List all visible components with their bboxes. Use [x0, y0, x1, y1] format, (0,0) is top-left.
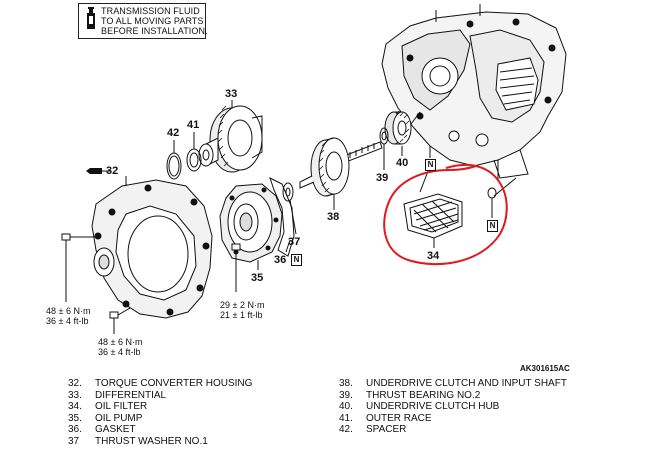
legend-item: 35. OIL PUMP — [68, 413, 252, 425]
notice-line-3: BEFORE INSTALLATION. — [101, 26, 208, 36]
callout-38: 38 — [327, 211, 340, 223]
n-marker-o-ring: N — [487, 220, 498, 232]
torque-converter-housing — [91, 176, 213, 319]
filter-o-ring — [487, 187, 497, 199]
oil-filter — [403, 193, 463, 248]
legend-text: UNDERDRIVE CLUTCH AND INPUT SHAFT — [366, 378, 567, 389]
torque-nm: 29 ± 2 N·m — [220, 300, 265, 310]
legend-item: 37 THRUST WASHER NO.1 — [68, 436, 252, 448]
legend-right: 38. UNDERDRIVE CLUTCH AND INPUT SHAFT 39.… — [339, 378, 567, 436]
legend-number: 37 — [68, 435, 80, 447]
torque-ftlb: 21 ± 1 ft-lb — [220, 310, 263, 320]
callout-36: 36 — [274, 254, 287, 266]
legend-text: DIFFERENTIAL — [95, 389, 167, 401]
housing-bolt-upper — [61, 233, 96, 302]
legend-item: 36. GASKET — [68, 424, 252, 436]
legend-item: 34. OIL FILTER — [68, 401, 252, 413]
legend-number: 38. — [339, 378, 353, 389]
torque-nm: 48 ± 6 N·m — [98, 337, 143, 347]
legend-left: 32. TORQUE CONVERTER HOUSING 33. DIFFERENT… — [68, 378, 252, 448]
oil-pump — [219, 183, 283, 270]
legend-number: 41. — [339, 412, 353, 424]
callout-40: 40 — [396, 157, 409, 169]
thrust-washer-no1 — [282, 182, 294, 202]
sealant-bolt-icon — [86, 168, 110, 174]
lubrication-notice: TRANSMISSION FLUID TO ALL MOVING PARTS B… — [78, 3, 208, 39]
legend-item: 32. TORQUE CONVERTER HOUSING — [68, 378, 252, 390]
legend-text: TORQUE CONVERTER HOUSING — [95, 378, 253, 389]
legend-item: 41. OUTER RACE — [339, 413, 567, 425]
torque-spec-upper-bolt: 48 ± 6 N·m 36 ± 4 ft-lb — [46, 306, 90, 326]
legend-item: 33. DIFFERENTIAL — [68, 390, 252, 402]
legend-text: OIL FILTER — [95, 401, 148, 413]
transmission-case — [381, 4, 567, 180]
underdrive-clutch-hub — [384, 110, 412, 156]
legend-text: THRUST WASHER NO.1 — [95, 435, 208, 447]
torque-ftlb: 36 ± 4 ft-lb — [46, 316, 89, 326]
notice-line-2: TO ALL MOVING PARTS — [101, 16, 204, 26]
legend-number: 39. — [339, 389, 353, 401]
notice-line-1: TRANSMISSION FLUID — [101, 6, 200, 16]
legend-text: GASKET — [95, 424, 136, 436]
legend-item: 38. UNDERDRIVE CLUTCH AND INPUT SHAFT — [339, 378, 567, 390]
legend-text: UNDERDRIVE CLUTCH HUB — [366, 401, 500, 413]
outer-race — [186, 148, 202, 172]
legend-number: 35. — [68, 412, 82, 424]
legend-number: 34. — [68, 401, 82, 413]
callout-33: 33 — [225, 88, 238, 100]
callout-37: 37 — [288, 236, 301, 248]
torque-spec-pump-bolt: 29 ± 2 N·m 21 ± 1 ft-lb — [220, 300, 264, 320]
torque-ftlb: 36 ± 4 ft-lb — [98, 347, 141, 357]
housing-bolt-lower — [109, 307, 131, 334]
callout-34: 34 — [427, 250, 440, 262]
legend-number: 40. — [339, 401, 353, 413]
callout-35: 35 — [251, 272, 264, 284]
legend-text: OIL PUMP — [95, 412, 143, 424]
legend-number: 36. — [68, 424, 82, 436]
n-marker-gasket: N — [291, 254, 302, 266]
callout-41: 41 — [187, 119, 200, 131]
torque-nm: 48 ± 6 N·m — [46, 306, 91, 316]
oil-can-icon — [87, 7, 95, 29]
callout-32: 32 — [106, 165, 119, 177]
legend-text: SPACER — [366, 424, 407, 436]
underdrive-clutch-input-shaft — [299, 137, 383, 210]
differential — [198, 100, 263, 173]
legend-number: 42. — [339, 424, 353, 436]
legend-item: 42. SPACER — [339, 424, 567, 436]
legend-number: 33. — [68, 389, 82, 401]
torque-spec-lower-bolt: 48 ± 6 N·m 36 ± 4 ft-lb — [98, 337, 142, 357]
thrust-bearing-no2 — [379, 127, 389, 170]
legend-text: THRUST BEARING NO.2 — [366, 389, 481, 401]
legend-item: 39. THRUST BEARING NO.2 — [339, 390, 567, 402]
figure-reference: AK301615AC — [520, 364, 570, 373]
legend-number: 32. — [68, 378, 82, 389]
callout-39: 39 — [376, 172, 389, 184]
legend-item: 40. UNDERDRIVE CLUTCH HUB — [339, 401, 567, 413]
filter-highlight-circle — [383, 163, 508, 266]
n-marker-case: N — [425, 159, 436, 171]
callout-42: 42 — [167, 127, 180, 139]
legend-text: OUTER RACE — [366, 412, 432, 424]
